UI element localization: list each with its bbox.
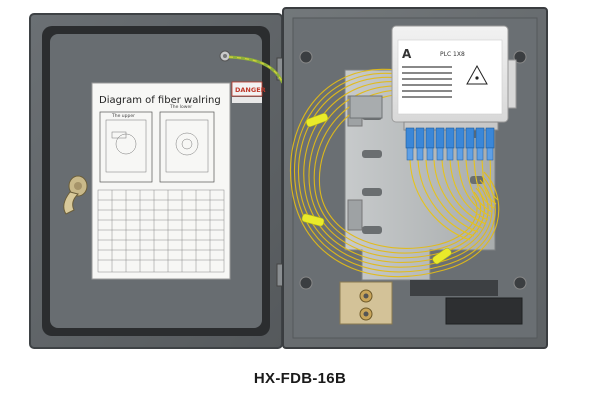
sub-label-upper: The upper: [111, 113, 135, 119]
wiring-diagram-sheet: Diagram of fiber walring DANGER The uppe…: [91, 81, 266, 280]
sc-adapter-row: [403, 121, 499, 161]
grounding-terminal: [339, 281, 393, 325]
brand-mark: A: [402, 47, 412, 61]
mounting-hole: [299, 50, 527, 290]
fiber-coil: [290, 68, 500, 278]
model-caption: HX-FDB-16B: [253, 370, 347, 387]
danger-label: DANGER: [231, 81, 266, 103]
laser-warning-icon: [466, 64, 488, 85]
sub-label-lower: The lower: [169, 104, 192, 110]
cable-tie: [301, 113, 452, 265]
ground-screw: [219, 50, 231, 62]
cable-gland-strip: [445, 297, 523, 325]
fiber-pigtails: [409, 159, 499, 241]
diagram-title: Diagram of fiber walring: [99, 95, 221, 106]
svg-text:DANGER: DANGER: [235, 86, 266, 94]
side-bracket: [349, 95, 383, 119]
bottom-rail: [410, 280, 498, 296]
door-lock-handle[interactable]: [63, 175, 88, 215]
plc-splitter-module: A PLC 1X8: [391, 25, 517, 123]
splitter-label: PLC 1X8: [440, 51, 465, 58]
